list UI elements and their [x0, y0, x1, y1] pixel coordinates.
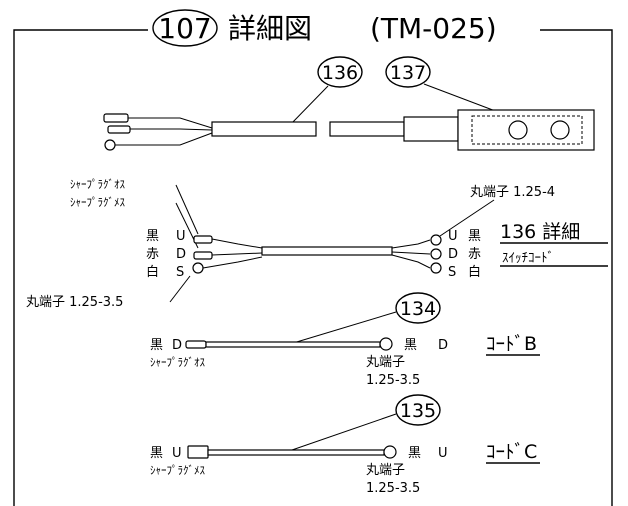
terminal-lug-2	[107, 125, 131, 134]
cord-c-right-color: 黒	[408, 446, 421, 461]
detail-sub-switch-cord: ｽｲｯﾁｺｰﾄﾞ	[502, 251, 554, 266]
switch-box-137	[457, 109, 595, 151]
cord-c-right-terminal-2: 1.25-3.5	[366, 481, 420, 496]
switch-cord-assembly	[103, 109, 595, 151]
label-ring-terminal-right: 丸端子 1.25-4	[470, 185, 555, 200]
switch-knob-1	[508, 120, 528, 140]
cord-b-right-color: 黒	[404, 338, 417, 353]
cord-c-left-terminal: ｼｬｰﾌﾟﾗｸﾞﾒｽ	[150, 464, 205, 477]
label-u-right: U	[448, 229, 458, 244]
cord-c-left-letter: U	[172, 446, 182, 461]
label-black-left: 黒	[146, 229, 159, 244]
label-white-right: 白	[468, 264, 481, 280]
label-s-left: S	[176, 265, 184, 280]
cable-grommet	[403, 116, 459, 142]
label-u-left: U	[176, 229, 186, 244]
cord-b-name: ｺｰﾄﾞB	[486, 333, 537, 355]
label-d-left: D	[176, 247, 186, 262]
callout-137-circle	[385, 56, 431, 88]
leader-136	[289, 85, 329, 126]
label-s-right: S	[448, 265, 456, 280]
label-lug-male: ｼｬｰﾌﾟﾗｸﾞｵｽ	[70, 178, 125, 191]
callout-137: 137	[390, 62, 426, 84]
callout-135-circle	[395, 394, 441, 426]
label-red-right: 赤	[468, 247, 481, 262]
leader-137	[423, 83, 499, 113]
detail-title-136: 136 詳細	[500, 221, 580, 243]
cord-b-right-letter: D	[438, 338, 448, 353]
title-number-circle	[152, 9, 218, 47]
cord-b-right-terminal-2: 1.25-3.5	[366, 373, 420, 388]
label-ring-terminal-left: 丸端子 1.25-3.5	[26, 295, 123, 310]
callout-135: 135	[400, 400, 436, 422]
cord-c-cable	[207, 449, 385, 456]
switch-cord-cable	[261, 246, 393, 256]
cable-136-end	[329, 121, 405, 137]
title-number: 107	[158, 12, 211, 45]
label-d-right: D	[448, 247, 458, 262]
switch-knob-2	[550, 120, 570, 140]
frame-border	[13, 29, 613, 506]
label-black-right: 黒	[468, 229, 481, 244]
callout-134-circle	[395, 292, 441, 324]
terminal-lug-1	[103, 113, 129, 123]
cord-b-left-color: 黒	[150, 338, 163, 353]
cable-136	[211, 121, 317, 137]
title-text: 詳細図	[228, 12, 312, 45]
cord-b-left-letter: D	[172, 338, 182, 353]
terminal-ring	[104, 139, 116, 151]
cord-b-cable	[205, 341, 381, 348]
cord-c-right-terminal-1: 丸端子	[366, 463, 405, 478]
label-white-left: 白	[146, 264, 159, 280]
cord-b-left-terminal: ｼｬｰﾌﾟﾗｸﾞｵｽ	[150, 356, 205, 369]
callout-134: 134	[400, 298, 436, 320]
label-lug-female: ｼｬｰﾌﾟﾗｸﾞﾒｽ	[70, 196, 125, 209]
cord-b-right-terminal-1: 丸端子	[366, 355, 405, 370]
callout-136-circle	[317, 56, 363, 88]
cord-c-name: ｺｰﾄﾞC	[486, 441, 537, 463]
title-code: (TM-025)	[370, 12, 497, 45]
cord-c-left-color: 黒	[150, 446, 163, 461]
label-red-left: 赤	[146, 247, 159, 262]
callout-136: 136	[322, 62, 358, 84]
cord-c-right-letter: U	[438, 446, 448, 461]
